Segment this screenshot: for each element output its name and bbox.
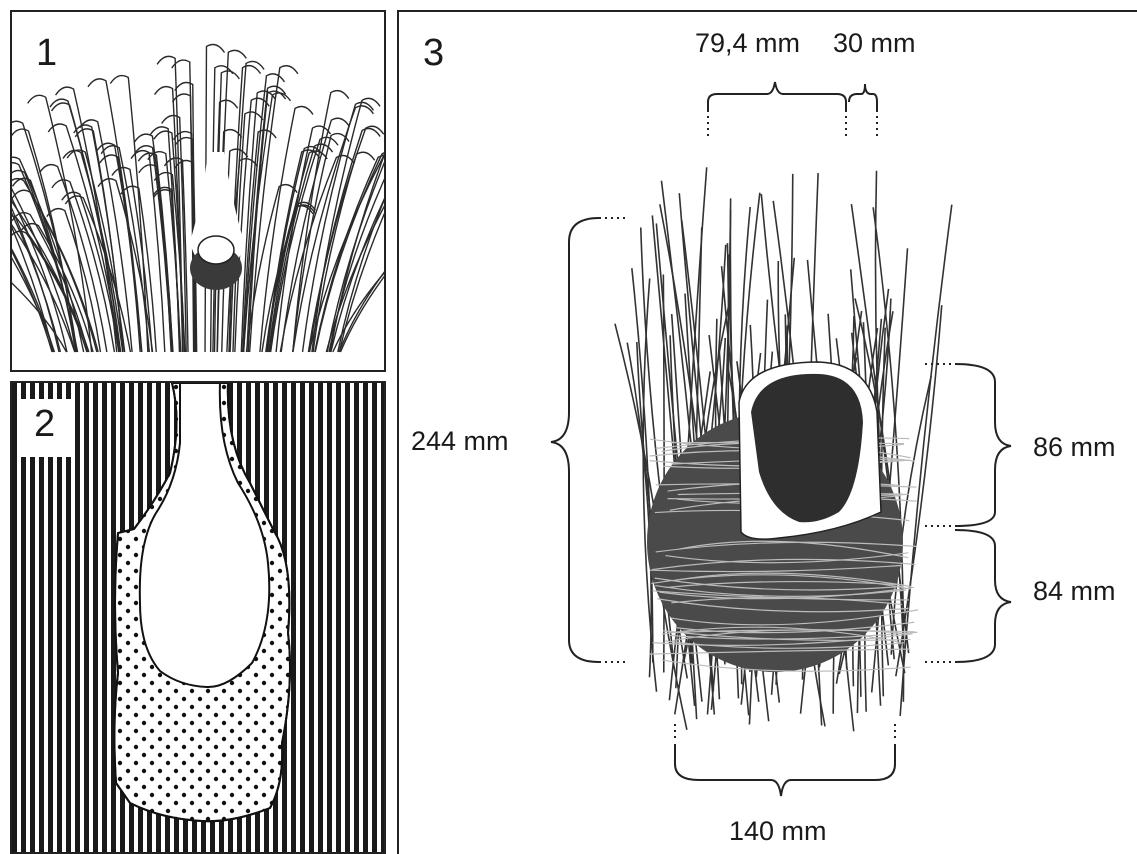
panel-label-3: 3: [419, 32, 450, 76]
panel-1: 1: [10, 10, 386, 372]
dimension-height-total: 244 mm: [411, 426, 509, 457]
dimension-top-right: 30 mm: [833, 28, 916, 59]
nest-measured-illustration: [399, 12, 1137, 854]
dimension-top-left: 79,4 mm: [695, 28, 800, 59]
dimension-lower-right: 84 mm: [1033, 576, 1116, 607]
dimension-bottom: 140 mm: [729, 816, 827, 847]
panel-label-2: 2: [20, 399, 75, 457]
grass-tuft-illustration: [12, 12, 386, 372]
dimension-upper-right: 86 mm: [1033, 432, 1116, 463]
panel-3: 3 79,4 mm 30 mm 244 mm 86 mm 84 mm 140 m…: [397, 10, 1137, 854]
panel-2: 2: [10, 381, 386, 854]
nest-illustration: [615, 167, 952, 731]
panel-label-1: 1: [32, 32, 63, 76]
nest-entrance-icon: [198, 236, 234, 264]
